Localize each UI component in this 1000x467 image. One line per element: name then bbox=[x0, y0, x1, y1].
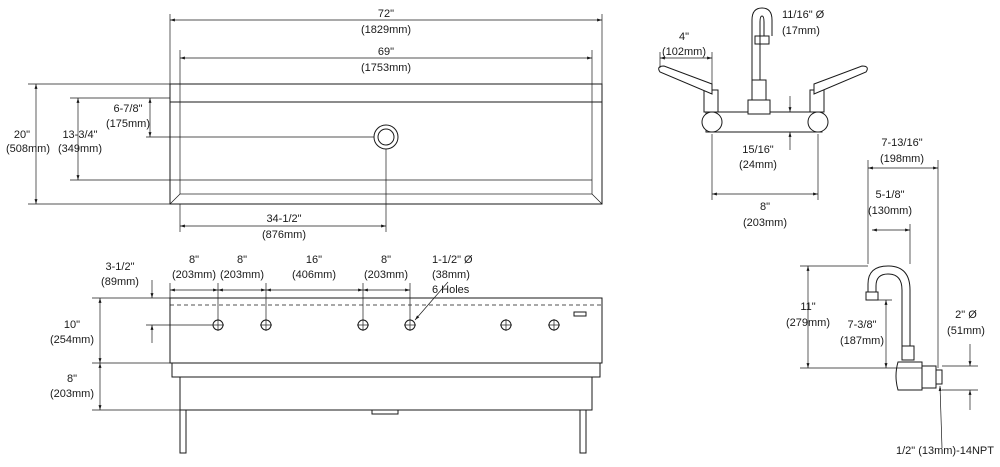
faucet-side-view: 7-13/16" (198mm) 5-1/8" (130mm) 11" (279… bbox=[786, 137, 994, 457]
faucet-hole bbox=[548, 319, 560, 331]
faucet-front-view: 4" (102mm) 11/16" Ø (17mm) 15/16" (24mm)… bbox=[658, 7, 868, 229]
sink-front-apron bbox=[169, 297, 603, 364]
dim-20-imperial: 20" bbox=[14, 129, 30, 141]
holes-diameter-metric: (38mm) bbox=[432, 269, 470, 281]
faucet-flange-right bbox=[807, 111, 829, 133]
dim-11-metric: (279mm) bbox=[786, 317, 830, 329]
dim-69-metric: (1753mm) bbox=[361, 62, 411, 74]
side-swivel bbox=[901, 345, 915, 361]
dim-7-3-8-imperial: 7-3/8" bbox=[848, 319, 877, 331]
dim-34-1-2-metric: (876mm) bbox=[262, 229, 306, 241]
dim-6-7-8-imperial: 6-7/8" bbox=[114, 103, 143, 115]
dim-3-1-2-imperial: 3-1/2" bbox=[106, 261, 135, 273]
dim-13-3-4-imperial: 13-3/4" bbox=[62, 129, 97, 141]
faucet-hole bbox=[212, 319, 224, 331]
dim-10-imperial: 10" bbox=[64, 319, 80, 331]
spacing-4-imperial: 8" bbox=[381, 254, 391, 266]
dim-34-1-2-imperial: 34-1/2" bbox=[266, 213, 301, 225]
dim-15-16-imperial: 15/16" bbox=[742, 144, 774, 156]
wrist-blade-handle-left bbox=[658, 65, 713, 95]
dim-4-imperial: 4" bbox=[679, 31, 689, 43]
spacing-1-imperial: 8" bbox=[189, 254, 199, 266]
spout-nozzle bbox=[754, 35, 770, 45]
dim-spout-imperial: 11/16" Ø bbox=[782, 9, 825, 21]
faucet-center-hub bbox=[747, 99, 771, 115]
dim-7-3-8-metric: (187mm) bbox=[840, 335, 884, 347]
dim-2-metric: (51mm) bbox=[947, 325, 985, 337]
faucet-body bbox=[705, 111, 823, 133]
dim-11-imperial: 11" bbox=[800, 301, 815, 313]
spacing-4-metric: (203mm) bbox=[364, 269, 408, 281]
faucet-neck bbox=[751, 79, 767, 103]
dim-5-1-8-metric: (130mm) bbox=[868, 205, 912, 217]
spacing-3-metric: (406mm) bbox=[292, 269, 336, 281]
sink-bowl-bottom bbox=[171, 362, 601, 378]
faucet-hole bbox=[500, 319, 512, 331]
dim-3-1-2-metric: (89mm) bbox=[101, 276, 139, 288]
dim-7-13-16-metric: (198mm) bbox=[880, 153, 924, 165]
dim-8-bottom-imperial: 8" bbox=[67, 373, 77, 385]
dim-spout-metric: (17mm) bbox=[782, 25, 820, 37]
drain-outlet bbox=[371, 410, 399, 415]
top-view: 72" (1829mm) 69" (1753mm) 20" (508mm) 13… bbox=[6, 8, 603, 241]
sink-lower-body bbox=[179, 376, 593, 411]
spacing-2-imperial: 8" bbox=[237, 254, 247, 266]
side-wall-nut bbox=[921, 365, 937, 389]
faucet-flange-left bbox=[701, 111, 723, 133]
dim-4-metric: (102mm) bbox=[662, 46, 706, 58]
dim-10-metric: (254mm) bbox=[50, 334, 94, 346]
connection-spec: 1/2" (13mm)-14NPT bbox=[896, 445, 994, 457]
spacing-1-metric: (203mm) bbox=[172, 269, 216, 281]
faucet-gooseneck bbox=[751, 7, 773, 80]
spacing-2-metric: (203mm) bbox=[220, 269, 264, 281]
dim-69-imperial: 69" bbox=[378, 46, 394, 58]
spacing-3-imperial: 16" bbox=[306, 254, 322, 266]
faucet-hole bbox=[357, 319, 369, 331]
dim-2-imperial: 2" Ø bbox=[955, 309, 977, 321]
faucet-hole bbox=[404, 319, 416, 331]
dim-13-3-4-metric: (349mm) bbox=[58, 143, 102, 155]
dim-faucet-8-imperial: 8" bbox=[760, 201, 770, 213]
dim-faucet-8-metric: (203mm) bbox=[743, 217, 787, 229]
dim-8-bottom-metric: (203mm) bbox=[50, 388, 94, 400]
leg-left bbox=[179, 409, 187, 454]
dim-7-13-16-imperial: 7-13/16" bbox=[881, 137, 922, 149]
holes-count-note: 6 Holes bbox=[432, 284, 470, 296]
faucet-holes bbox=[212, 319, 560, 331]
front-view: 8" (203mm) 8" (203mm) 16" (406mm) 8" (20… bbox=[50, 254, 603, 454]
side-spout-tip bbox=[865, 291, 879, 301]
faucet-hole bbox=[260, 319, 272, 331]
holes-leader bbox=[414, 281, 449, 321]
drain-inner bbox=[377, 128, 395, 146]
dim-5-1-8-imperial: 5-1/8" bbox=[876, 189, 905, 201]
wrist-blade-handle-right bbox=[813, 65, 868, 95]
holes-diameter-imperial: 1-1/2" Ø bbox=[432, 254, 473, 266]
connection-leader bbox=[938, 385, 943, 449]
dim-72-imperial: 72" bbox=[378, 8, 394, 20]
side-wall-flange bbox=[935, 369, 943, 385]
side-gooseneck-outer bbox=[867, 265, 911, 348]
side-valve-body bbox=[895, 361, 923, 391]
dim-6-7-8-metric: (175mm) bbox=[106, 118, 150, 130]
badge-plate bbox=[573, 311, 587, 317]
side-gooseneck-inner bbox=[875, 273, 903, 348]
leg-right bbox=[579, 409, 587, 454]
valve-right bbox=[809, 89, 825, 113]
dim-72-metric: (1829mm) bbox=[361, 24, 411, 36]
dim-20-metric: (508mm) bbox=[6, 143, 50, 155]
dim-15-16-metric: (24mm) bbox=[739, 159, 777, 171]
